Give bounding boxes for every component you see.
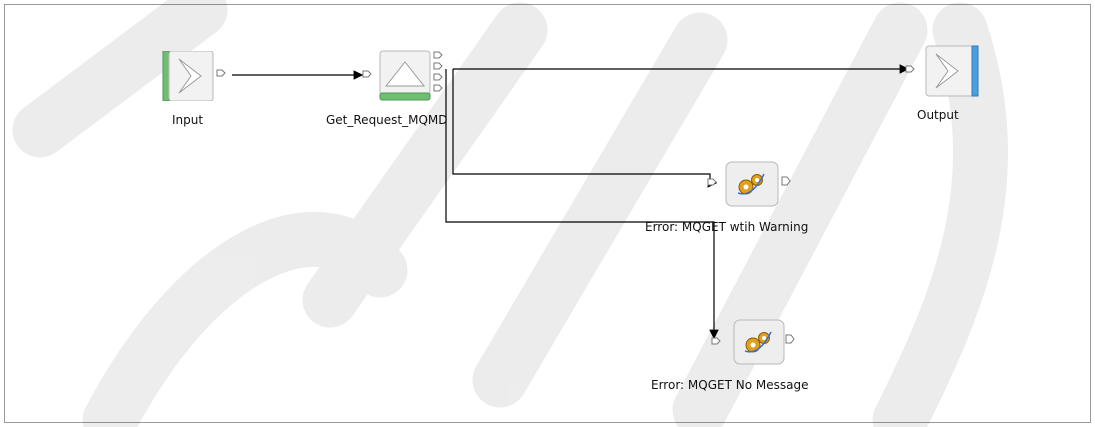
output-label: Output xyxy=(917,108,959,122)
output-node[interactable] xyxy=(904,44,984,100)
gear-icon xyxy=(737,173,765,195)
mq-input-icon xyxy=(162,50,226,102)
error-nomsg-node[interactable] xyxy=(708,318,804,368)
get-request-label: Get_Request_MQMD xyxy=(326,113,448,127)
mq-get-icon xyxy=(362,50,443,101)
wire-get-to-error-nomsg[interactable] xyxy=(445,69,719,340)
get-request-node[interactable] xyxy=(362,48,454,104)
input-node[interactable] xyxy=(161,50,231,102)
input-label: Input xyxy=(172,113,204,127)
watermark-graphic xyxy=(12,0,1008,427)
compute-node-icon xyxy=(707,161,791,207)
gear-icon xyxy=(744,331,772,353)
compute-node-icon xyxy=(711,319,795,365)
error-warning-node[interactable] xyxy=(702,160,798,210)
error-warning-label: Error: MQGET wtih Warning xyxy=(645,220,809,234)
mq-output-icon xyxy=(905,45,979,97)
error-nomsg-label: Error: MQGET No Message xyxy=(651,378,809,392)
